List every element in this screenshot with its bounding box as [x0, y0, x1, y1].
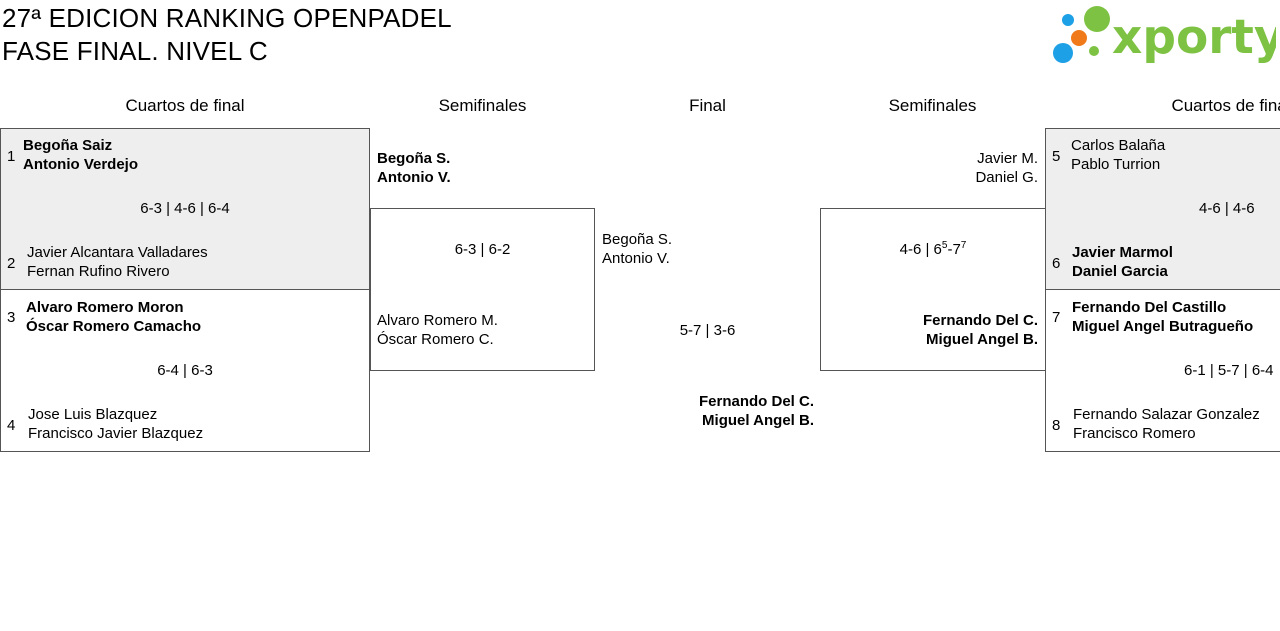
seed-number: 7: [1052, 309, 1061, 326]
logo-dot-blue-small: [1062, 14, 1074, 26]
player-name: Francisco Javier Blazquez: [28, 425, 204, 442]
semi-team-loser: Javier M. Daniel G.: [830, 149, 1038, 187]
left-quarter-match-1: [0, 128, 370, 290]
left-semi-match: [370, 208, 595, 371]
right-quarter-match-1: [1045, 128, 1280, 290]
match-score: 6-1 | 5-7 | 6-4: [1184, 362, 1274, 379]
column-right-semis: Semifinales: [888, 96, 977, 115]
player-name: Fernan Rufino Rivero: [27, 263, 170, 280]
seed-number: 1: [7, 148, 16, 165]
player-name: Fernando Salazar Gonzalez: [1073, 406, 1260, 423]
team-winner: Fernando Del Castillo Miguel Angel Butra…: [1072, 298, 1253, 336]
team-winner: Begoña Saiz Antonio Verdejo: [23, 136, 138, 174]
match-score: 6-4 | 6-3: [157, 362, 213, 379]
semi-team-winner: Fernando Del C. Miguel Angel B.: [830, 311, 1038, 349]
seed-number: 3: [7, 309, 16, 326]
final-score: 5-7 | 3-6: [679, 322, 736, 339]
player-name: Daniel G.: [975, 169, 1038, 186]
player-name: Javier Alcantara Valladares: [27, 244, 208, 261]
player-name: Fernando Del C.: [922, 312, 1038, 329]
match-score: 6-3 | 4-6 | 6-4: [140, 200, 230, 217]
page-title: 27ª EDICION RANKING OPENPADEL: [2, 3, 452, 33]
player-name: Óscar Romero Camacho: [26, 318, 202, 335]
final-team-champion: Fernando Del C. Miguel Angel B.: [640, 392, 814, 430]
team-winner: Alvaro Romero Moron Óscar Romero Camacho: [26, 298, 201, 336]
right-quarter-match-2: [1045, 289, 1280, 452]
player-name: Francisco Romero: [1073, 425, 1196, 442]
column-left-quarters: Cuartos de final: [125, 96, 245, 115]
seed-number: 8: [1052, 417, 1061, 434]
column-right-quarters: Cuartos de final: [1171, 96, 1280, 115]
seed-number: 4: [7, 417, 16, 434]
column-final: Final: [689, 96, 726, 115]
player-name: Miguel Angel B.: [926, 331, 1038, 348]
tiebreak-score: 5: [941, 240, 948, 251]
semi-team-loser: Alvaro Romero M. Óscar Romero C.: [377, 311, 498, 349]
player-name: Begoña S.: [602, 231, 673, 248]
player-name: Fernando Del C.: [698, 393, 814, 410]
match-score: 4-6 | 65-77: [820, 240, 1046, 259]
tiebreak-score: 7: [960, 240, 967, 251]
column-left-semis: Semifinales: [438, 96, 527, 115]
logo-text: xporty: [1112, 10, 1276, 65]
player-name: Óscar Romero C.: [377, 331, 494, 348]
score-part: 4-6 | 6: [899, 241, 942, 258]
player-name: Javier Marmol: [1072, 244, 1173, 261]
team-loser: Carlos Balaña Pablo Turrion: [1071, 136, 1165, 174]
team-winner: Javier Marmol Daniel Garcia: [1072, 243, 1173, 281]
player-name: Begoña S.: [377, 150, 451, 167]
left-quarter-match-2: [0, 289, 370, 452]
logo-dot-orange: [1071, 30, 1087, 46]
player-name: Alvaro Romero M.: [377, 312, 498, 329]
player-name: Javier M.: [977, 150, 1038, 167]
xporty-logo: xporty: [1053, 6, 1276, 65]
player-name: Alvaro Romero Moron: [26, 299, 184, 316]
player-name: Carlos Balaña: [1071, 137, 1166, 154]
player-name: Jose Luis Blazquez: [28, 406, 158, 423]
match-score: 6-3 | 6-2: [454, 241, 511, 258]
player-name: Miguel Angel B.: [702, 412, 814, 429]
player-name: Fernando Del Castillo: [1072, 299, 1227, 316]
player-name: Daniel Garcia: [1072, 263, 1168, 280]
logo-dot-green-small: [1089, 46, 1099, 56]
logo-dot-green-large: [1084, 6, 1110, 32]
seed-number: 2: [7, 255, 16, 272]
score-part: -7: [947, 241, 961, 258]
player-name: Antonio V.: [602, 250, 670, 267]
team-loser: Javier Alcantara Valladares Fernan Rufin…: [27, 243, 208, 281]
final-team-runner-up: Begoña S. Antonio V.: [602, 230, 672, 268]
semi-team-winner: Begoña S. Antonio V.: [377, 149, 451, 187]
player-name: Begoña Saiz: [23, 137, 113, 154]
player-name: Antonio V.: [377, 169, 451, 186]
team-loser: Jose Luis Blazquez Francisco Javier Blaz…: [28, 405, 203, 443]
page-subtitle: FASE FINAL. NIVEL C: [2, 36, 268, 66]
seed-number: 5: [1052, 148, 1061, 165]
team-loser: Fernando Salazar Gonzalez Francisco Rome…: [1073, 405, 1260, 443]
player-name: Miguel Angel Butragueño: [1072, 318, 1254, 335]
match-score: 4-6 | 4-6: [1199, 200, 1255, 217]
player-name: Pablo Turrion: [1071, 156, 1161, 173]
seed-number: 6: [1052, 255, 1061, 272]
player-name: Antonio Verdejo: [23, 156, 139, 173]
logo-dot-blue-large: [1053, 43, 1073, 63]
